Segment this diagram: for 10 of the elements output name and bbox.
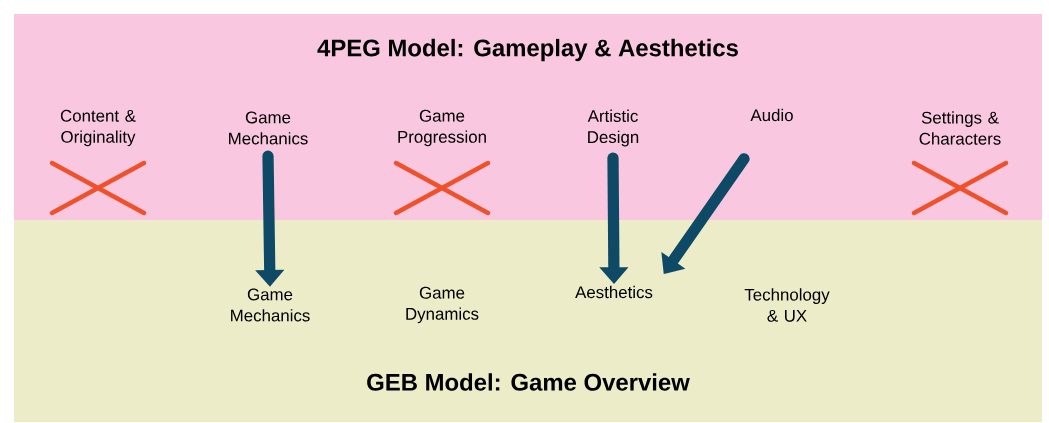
item-label: Content & Originality — [60, 109, 136, 147]
item-label: Settings & Characters — [919, 111, 1001, 145]
item-label: Technology & UX — [744, 288, 830, 322]
item-label: Aesthetics — [575, 285, 653, 299]
item-label: Audio — [750, 108, 793, 122]
item-label: Game Dynamics — [406, 286, 479, 324]
item-label: Game Mechanics — [229, 111, 308, 145]
item-label: Artistic Design — [587, 109, 639, 147]
item-label: Game Mechanics — [231, 288, 310, 322]
item-label: Game Progression — [398, 109, 486, 147]
